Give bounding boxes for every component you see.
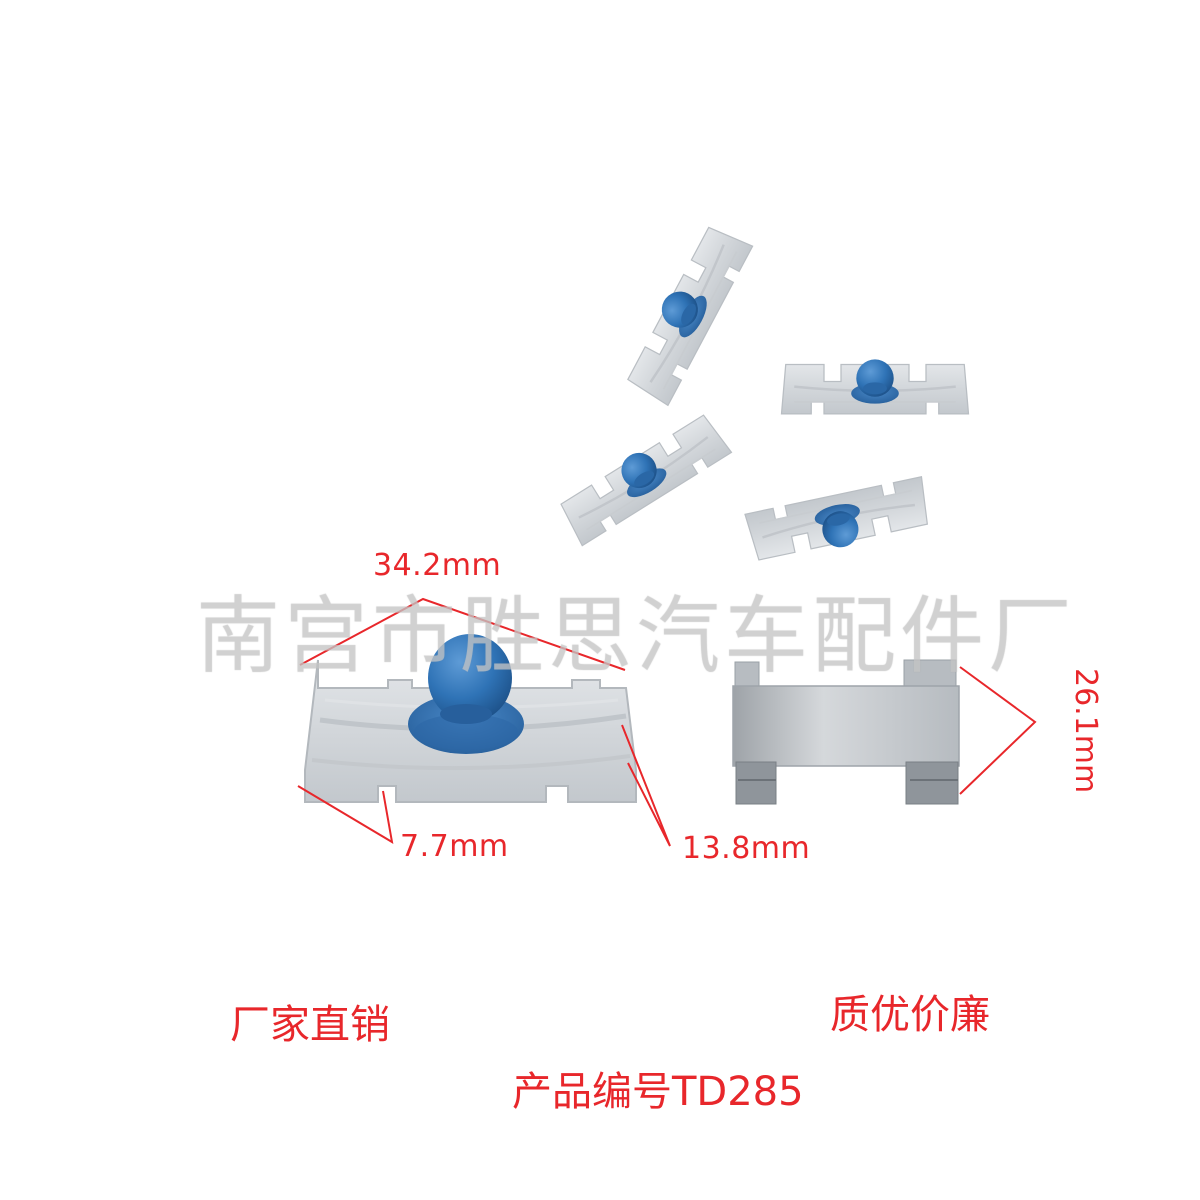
small-clip-1	[620, 220, 754, 407]
caption-direct-sales: 厂家直销	[230, 1002, 390, 1048]
dimension-lines	[297, 597, 1037, 847]
main-clip-front	[304, 634, 637, 803]
caption-product-code: 产品编号TD285	[512, 1069, 804, 1115]
caption-quality: 质优价廉	[830, 992, 990, 1038]
small-clip-3	[553, 407, 733, 547]
dimension-slot-label: 7.7mm	[400, 829, 509, 864]
dimension-thickness-label: 13.8mm	[682, 831, 811, 866]
dimension-length-label: 34.2mm	[373, 548, 502, 583]
small-clip-2	[780, 358, 970, 416]
small-clip-4	[743, 475, 934, 567]
main-clip-back	[732, 659, 960, 805]
dimension-width-label: 26.1mm	[1068, 668, 1103, 794]
